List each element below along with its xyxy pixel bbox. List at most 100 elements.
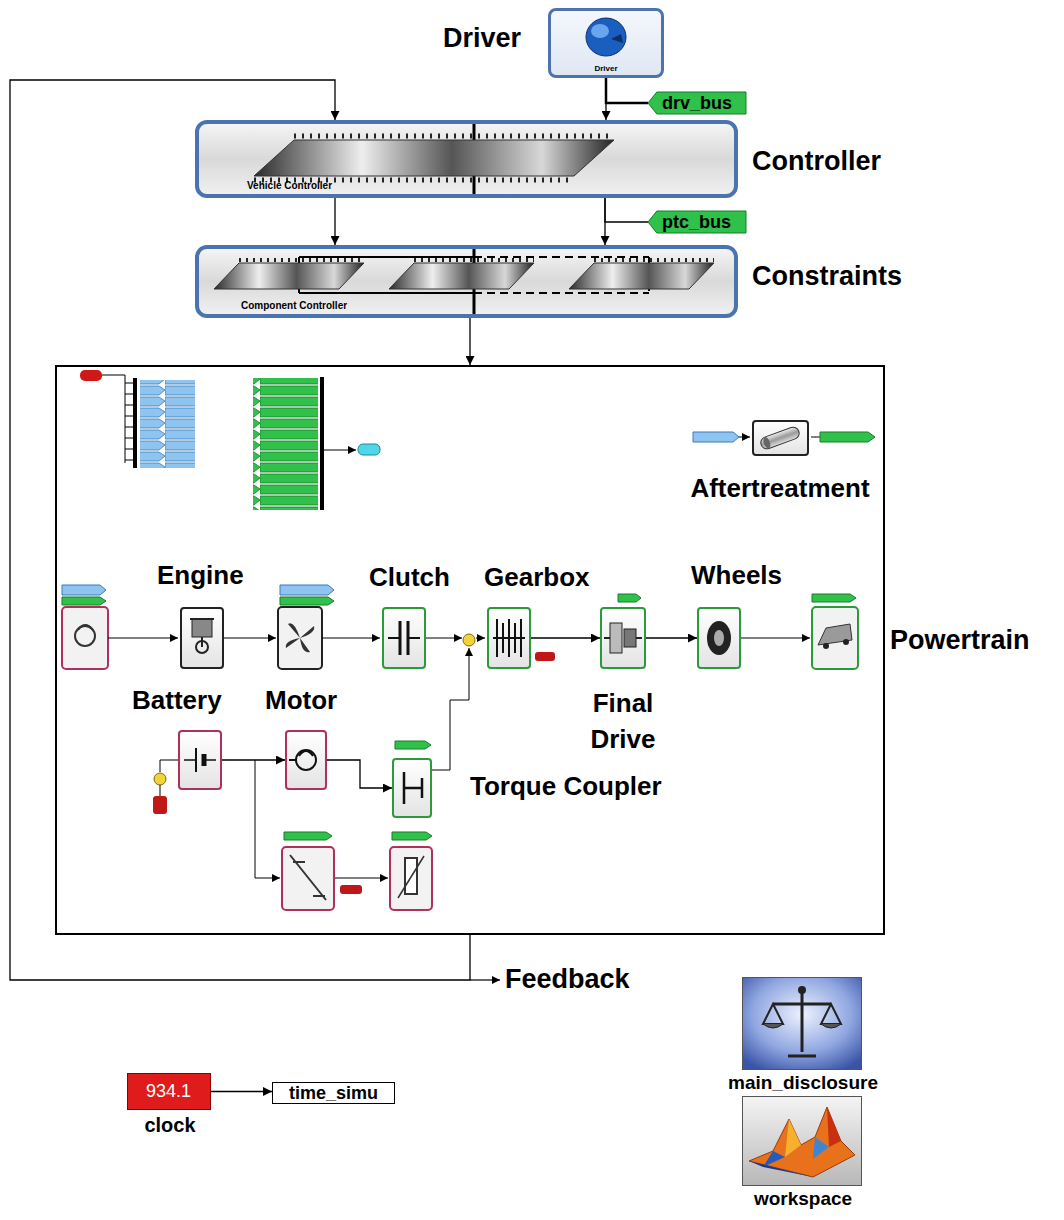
electric-wires-part — [395, 741, 431, 749]
torque-coupler-block: Torque Coupler — [392, 758, 432, 818]
engine-block-symbol-part — [192, 619, 212, 637]
gearbox-block: Gearbox — [487, 607, 531, 669]
constraints-block: ConstraintsComponent Controller — [195, 245, 738, 318]
driver-block-symbol-part — [611, 34, 623, 43]
driver-block: DriverDriver — [548, 8, 664, 78]
shaft-wires-part — [476, 638, 485, 639]
torque-coupler-block-symbol-part — [404, 772, 422, 804]
workspace-icon-symbol-part — [749, 1107, 855, 1177]
driver-block-symbol-part — [586, 18, 626, 56]
motor-block-symbol-part — [289, 759, 296, 761]
feedback-pointer — [470, 980, 500, 981]
node-title: Aftertreatment — [630, 474, 930, 504]
electric-wires-part — [284, 832, 332, 840]
battery-block-symbol-part — [184, 759, 216, 761]
constraints-block-symbol-part — [414, 258, 534, 262]
signal-connector — [211, 1091, 272, 1092]
motor-block-symbol — [287, 732, 325, 788]
node-title: Constraints — [752, 261, 902, 292]
disclosure-icon-symbol-part — [763, 1004, 841, 1024]
bus-signals-part — [133, 378, 137, 468]
clutch-block-symbol-part — [400, 621, 408, 655]
auxiliary-blocks-part — [618, 594, 641, 602]
final-drive-block-symbol-part — [610, 623, 622, 653]
node-title: Engine — [157, 561, 244, 591]
aftertreatment-tags-part — [739, 437, 750, 438]
driver-block-symbol-part — [591, 24, 609, 38]
auxiliary-blocks-part — [78, 625, 93, 630]
auxiliary-blocks-part — [823, 643, 829, 649]
node-title: Powertrain — [890, 625, 1030, 656]
auxiliary-blocks — [62, 585, 858, 669]
node-caption: Component Controller — [241, 300, 347, 312]
bus-signals-part — [140, 380, 195, 468]
node-title: drv_bus — [662, 93, 732, 113]
node-title: workspace — [723, 1188, 883, 1210]
node-caption: Driver — [551, 64, 661, 73]
workspace-icon: workspace — [742, 1096, 862, 1186]
constraints-block-symbol-part — [239, 258, 364, 262]
node-title: Gearbox — [484, 563, 590, 593]
constraints-block-symbol-part — [389, 263, 534, 289]
gearbox-block-symbol-part — [493, 619, 525, 657]
wheels-block-symbol-part — [707, 621, 731, 655]
shaft-wires-part — [741, 638, 810, 639]
aftertreatment-block-symbol-part-part — [759, 426, 801, 451]
engine-block: Engine — [180, 607, 224, 669]
workspace-icon-symbol-part — [749, 1161, 813, 1177]
bus-tag-symbol-part — [648, 92, 746, 114]
aftertreatment-block-symbol-part — [759, 426, 801, 451]
node-title: Motor — [265, 686, 337, 716]
wheels-block: Wheels — [697, 607, 741, 669]
motor-block-symbol-part — [296, 750, 316, 770]
aftertreatment-tags-part — [693, 432, 739, 442]
aftertreatment-tags-part — [811, 437, 820, 438]
aftertreatment-block-symbol-part-part — [762, 436, 772, 449]
node-title: Wheels — [691, 561, 782, 591]
electric-wires-part — [255, 760, 280, 878]
shaft-wires-part — [426, 638, 462, 639]
signal-label: Feedback — [505, 964, 630, 995]
disclosure-icon-symbol-part — [743, 978, 861, 1069]
auxiliary-blocks-part — [535, 652, 555, 661]
bus-signals-part — [253, 378, 318, 510]
node-title: main_disclosure — [723, 1072, 883, 1094]
gearbox-block-symbol — [489, 609, 529, 667]
electric-wires-part — [392, 832, 432, 840]
bus-tag: drv_bus — [648, 92, 746, 114]
node-title: 934.1 — [146, 1074, 191, 1109]
constraints-block-symbol-part — [569, 263, 714, 289]
aftertreatment-block-symbol — [754, 422, 807, 454]
workspace-icon-symbol-part — [813, 1137, 829, 1159]
wheels-block-symbol-part — [714, 630, 724, 646]
signal-connector — [222, 759, 285, 760]
battery-block: Battery — [178, 730, 222, 790]
feedback-pointer-part — [470, 979, 500, 980]
signal-connector — [606, 78, 648, 103]
shaft-wires-part — [322, 638, 380, 639]
clutch-block-symbol-part — [388, 637, 420, 639]
final-drive-block-symbol-part — [604, 637, 642, 639]
engine-block-symbol-part — [201, 637, 203, 647]
node-caption: clock — [118, 1114, 222, 1137]
controller-block-symbol-part — [254, 140, 614, 176]
signal-connector — [605, 198, 648, 222]
auxiliary-blocks-part — [280, 585, 334, 595]
node-title: Battery — [132, 686, 222, 716]
auxiliary-blocks-part — [62, 585, 106, 595]
powertrain-frame: PowertrainAftertreatmentEngineClutchGear… — [55, 365, 885, 935]
electric-wires-part — [293, 862, 325, 896]
constraints-block-symbol-part — [214, 263, 364, 289]
node-title: Torque Coupler — [470, 772, 662, 802]
node-title: Driver — [443, 23, 521, 54]
node-title: Controller — [752, 146, 881, 177]
electric-wires-part — [340, 885, 362, 894]
electric-wires-part — [398, 856, 424, 898]
signal-connector — [10, 80, 470, 980]
shaft-wires-part — [108, 638, 178, 639]
electric-wires-part — [390, 847, 432, 910]
workspace-icon-symbol-part — [763, 1151, 785, 1167]
auxiliary-blocks-part — [843, 639, 849, 645]
signal-connector — [531, 637, 600, 638]
